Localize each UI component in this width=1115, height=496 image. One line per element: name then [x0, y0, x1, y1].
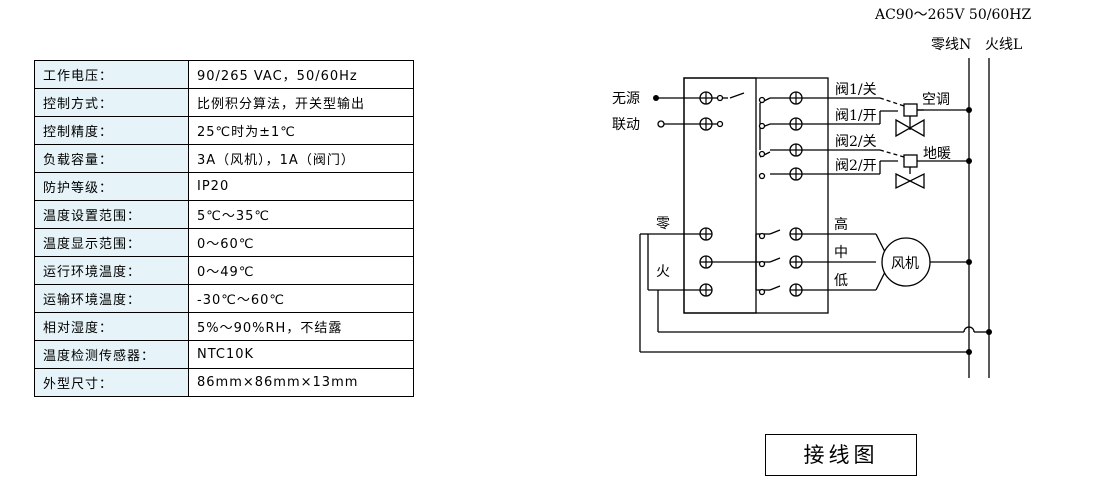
supply-voltage-label: AC90～265V 50/60HZ — [874, 7, 1031, 23]
spec-label: 运行环境温度： — [34, 256, 189, 285]
neutral-line-label: 零线N — [931, 37, 971, 53]
spec-value: 0～49℃ — [188, 256, 414, 285]
wiring-lines — [639, 58, 990, 378]
fire-terminal-label: 火 — [656, 264, 670, 280]
valve1-close-label: 阀1/关 — [835, 82, 877, 98]
spec-row: 运行环境温度：0～49℃ — [34, 256, 414, 285]
spec-row: 温度显示范围：0～60℃ — [34, 228, 414, 257]
spec-row: 相对湿度：5%～90%RH，不结露 — [34, 312, 414, 341]
spec-label: 防护等级： — [34, 172, 189, 201]
fan-mid-label: 中 — [834, 245, 848, 261]
spec-value: 90/265 VAC，50/60Hz — [188, 60, 414, 89]
spec-row: 温度设置范围：5℃～35℃ — [34, 200, 414, 229]
spec-label: 相对湿度： — [34, 312, 189, 341]
spec-value: IP20 — [188, 172, 414, 201]
fan-label: 风机 — [891, 256, 919, 272]
valve2-open-label: 阀2/开 — [835, 158, 877, 174]
passive-link-label-2: 联动 — [612, 117, 640, 133]
spec-row: 防护等级：IP20 — [34, 172, 414, 201]
spec-label: 负载容量： — [34, 144, 189, 173]
terminal-dots-open — [657, 94, 766, 296]
spec-row: 工作电压：90/265 VAC，50/60Hz — [34, 60, 414, 89]
spec-row: 控制精度：25℃时为±1℃ — [34, 116, 414, 145]
spec-label: 工作电压： — [34, 60, 189, 89]
fan-motor-icon — [881, 237, 931, 287]
spec-row: 控制方式：比例积分算法，开关型输出 — [34, 88, 414, 117]
valve-dashes — [879, 97, 905, 158]
spec-label: 控制精度： — [34, 116, 189, 145]
screw-terminals — [699, 91, 803, 297]
floor-heating-label: 地暖 — [923, 146, 951, 162]
spec-value: 86mm×86mm×13mm — [188, 368, 414, 397]
spec-row: 外型尺寸：86mm×86mm×13mm — [34, 368, 414, 397]
spec-label: 温度显示范围： — [34, 228, 189, 257]
fan-low-label: 低 — [834, 273, 848, 289]
spec-value: 5%～90%RH，不结露 — [188, 312, 414, 341]
zero-terminal-label: 零 — [656, 216, 670, 232]
spec-value: 比例积分算法，开关型输出 — [188, 88, 414, 117]
spec-value: 25℃时为±1℃ — [188, 116, 414, 145]
fan-high-label: 高 — [834, 216, 848, 233]
valve2-close-label: 阀2/关 — [835, 134, 877, 150]
spec-label: 外型尺寸： — [34, 368, 189, 397]
spec-value: 3A（风机），1A（阀门） — [188, 144, 414, 173]
diagram-caption: 接线图 — [765, 434, 917, 476]
spec-label: 温度设置范围： — [34, 200, 189, 229]
spec-row: 负载容量：3A（风机），1A（阀门） — [34, 144, 414, 173]
passive-link-label-1: 无源 — [612, 91, 640, 107]
spec-label: 温度检测传感器： — [34, 340, 189, 369]
spec-value: -30℃～60℃ — [188, 284, 414, 313]
spec-value: 0～60℃ — [188, 228, 414, 257]
spec-value: NTC10K — [188, 340, 414, 369]
junction-dots — [653, 95, 992, 355]
valve1-open-label: 阀1/开 — [835, 108, 877, 124]
spec-row: 温度检测传感器：NTC10K — [34, 340, 414, 369]
live-line-label: 火线L — [985, 37, 1022, 53]
aircon-label: 空调 — [922, 92, 950, 108]
